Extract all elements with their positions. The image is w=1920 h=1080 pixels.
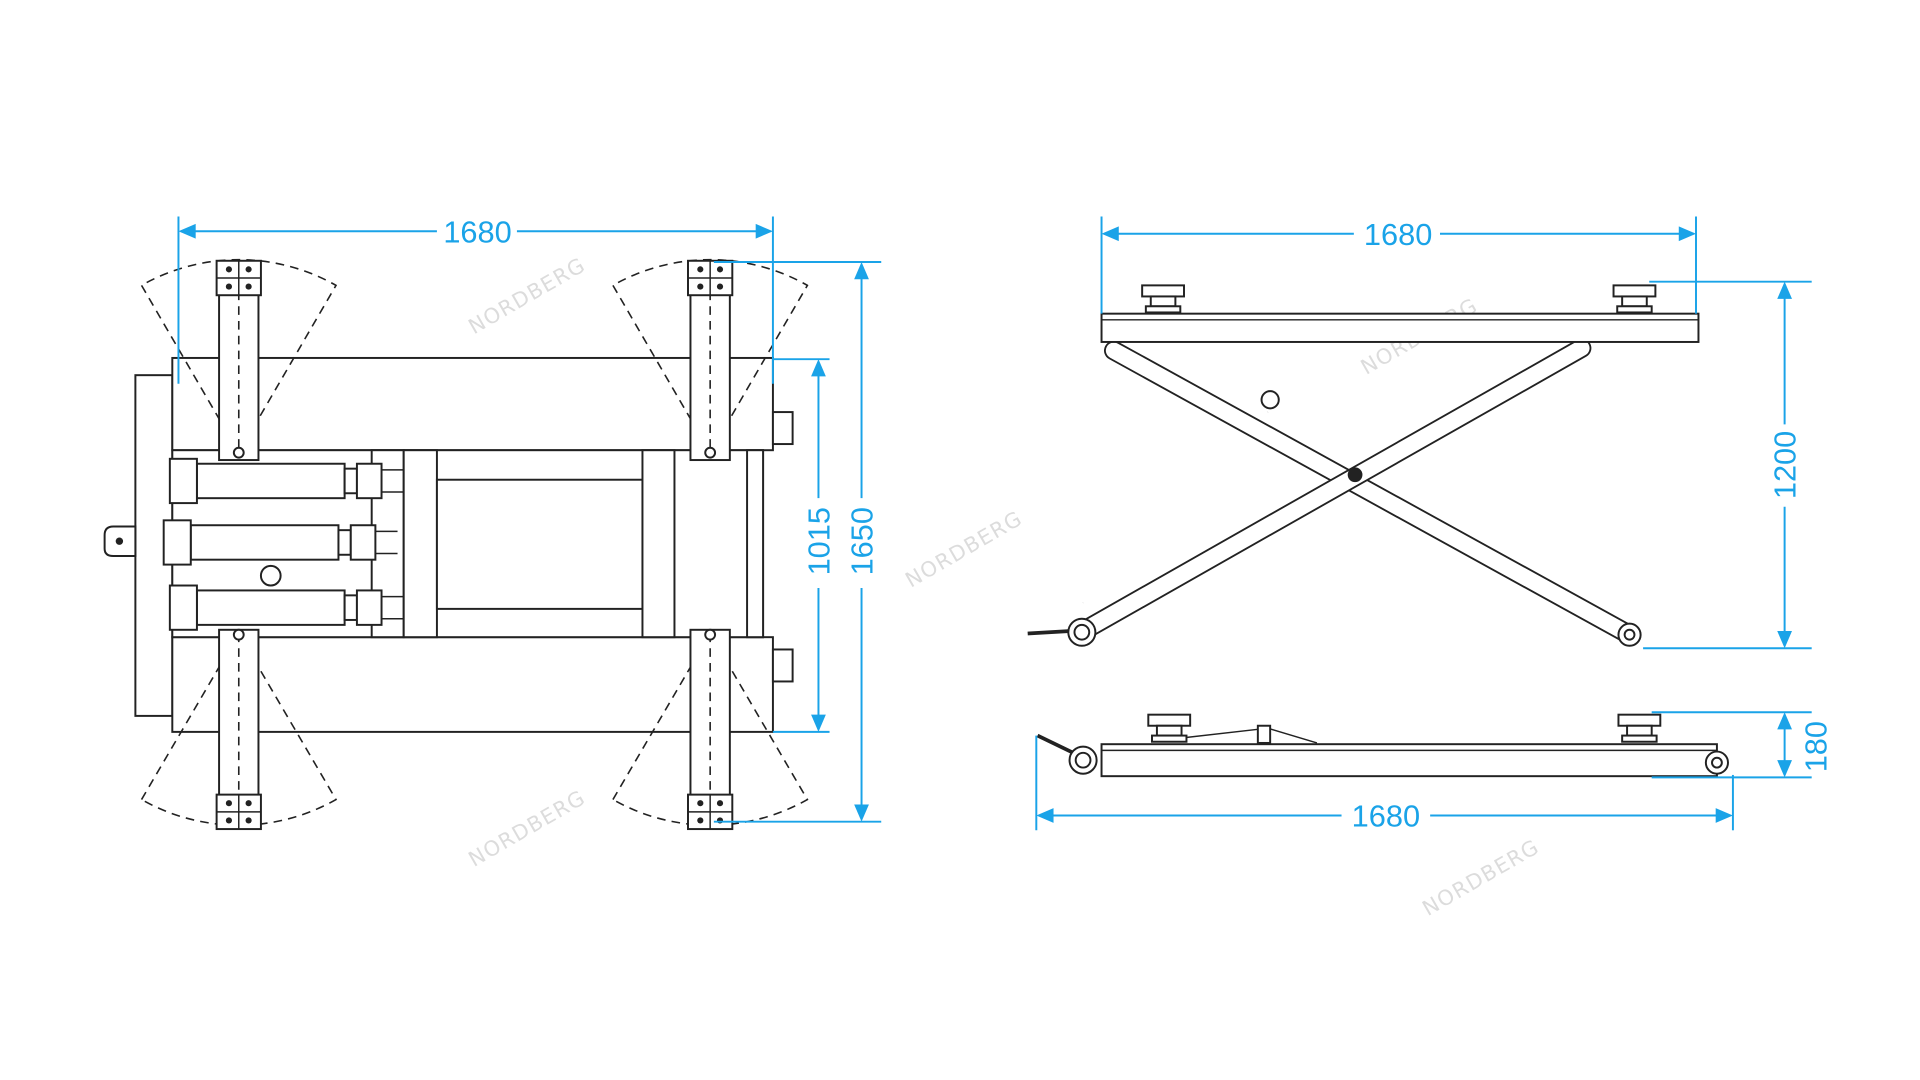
lowered-height-label: 180 [1798,721,1833,772]
side-view-raised: 1680 1200 [1027,216,1812,650]
arm-bottom-right [612,628,809,831]
side-view-lowered: 180 1680 [1035,711,1833,834]
raised-height-label: 1200 [1768,431,1803,499]
top-view-outer-length-label: 1650 [845,507,880,575]
watermark-text: NORDBERG [464,253,589,339]
lowered-width-label: 1680 [1352,799,1420,834]
watermark-text: NORDBERG [901,506,1026,592]
arm-top-right [612,258,809,462]
arm-bottom-left [140,628,338,831]
top-view-width-label: 1680 [443,214,511,249]
arm-top-left [140,258,338,462]
top-view-inner-length-label: 1015 [802,507,837,575]
raised-width-label: 1680 [1364,217,1432,252]
watermark-text: NORDBERG [464,785,589,871]
watermark-text: NORDBERG [1418,835,1543,921]
top-view: 1680 1015 1650 [103,214,882,831]
